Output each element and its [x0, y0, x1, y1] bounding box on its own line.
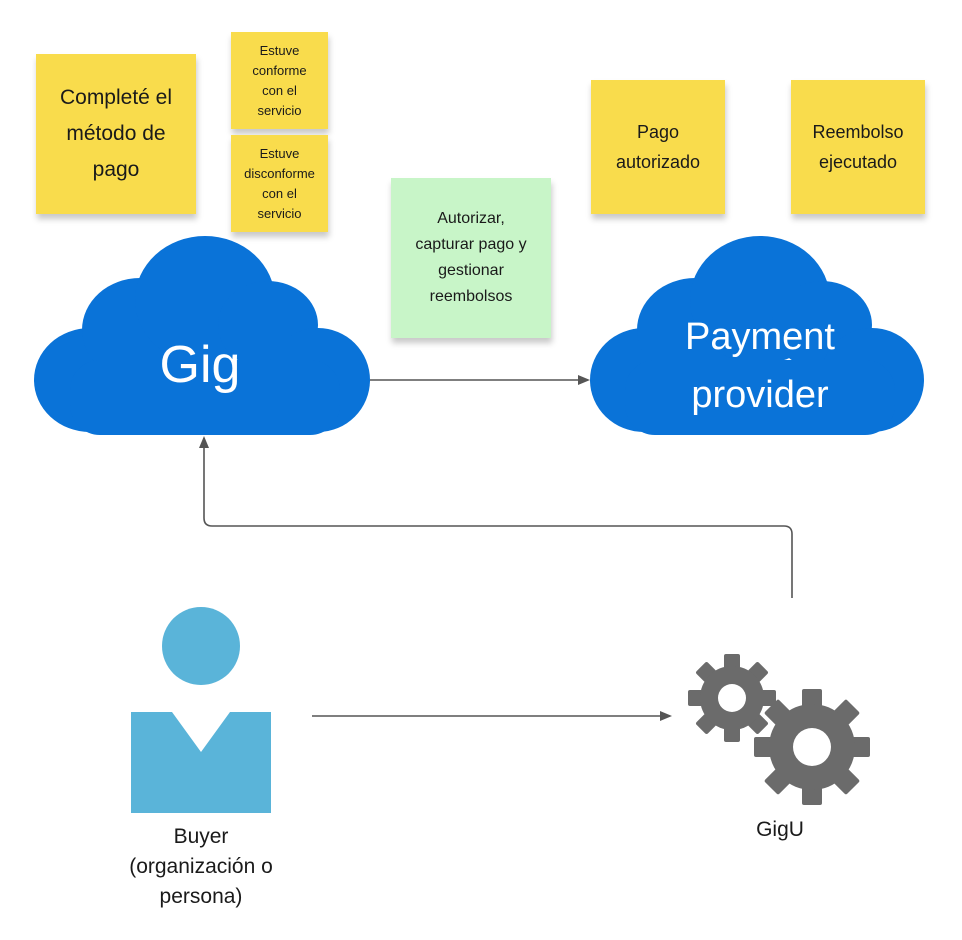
sticky-reembolso-text: Reembolso ejecutado [812, 122, 904, 172]
sticky-autorizar-text: Autorizar, capturar pago y gestionar ree… [415, 210, 527, 305]
gig-cloud-icon [34, 236, 370, 435]
payment-provider-cloud-icon [590, 236, 924, 435]
sticky-disconforme: Estuve disconforme con el servicio [231, 135, 328, 232]
buyer-label: Buyer (organización o persona) [129, 825, 273, 908]
sticky-metodo-pago-text: Completé el método de pago [59, 86, 173, 181]
connector-gigu-to-gig [199, 436, 793, 598]
sticky-conforme: Estuve conforme con el servicio [231, 32, 328, 129]
sticky-metodo-pago: Completé el método de pago [36, 54, 196, 214]
payment-provider-cloud-label: Payment provider [685, 316, 835, 416]
sticky-autorizar: Autorizar, capturar pago y gestionar ree… [391, 178, 551, 338]
sticky-pago-autorizado-text: Pago autorizado [615, 122, 701, 172]
sticky-reembolso: Reembolso ejecutado [791, 80, 925, 214]
sticky-pago-autorizado: Pago autorizado [591, 80, 725, 214]
buyer-person-icon [131, 607, 271, 813]
gig-cloud-label: Gig [159, 336, 241, 394]
gigu-gears-icon [688, 654, 870, 805]
sticky-conforme-text: Estuve conforme con el servicio [252, 42, 307, 118]
sticky-disconforme-text: Estuve disconforme con el servicio [244, 145, 315, 221]
gigu-label: GigU [756, 818, 804, 841]
